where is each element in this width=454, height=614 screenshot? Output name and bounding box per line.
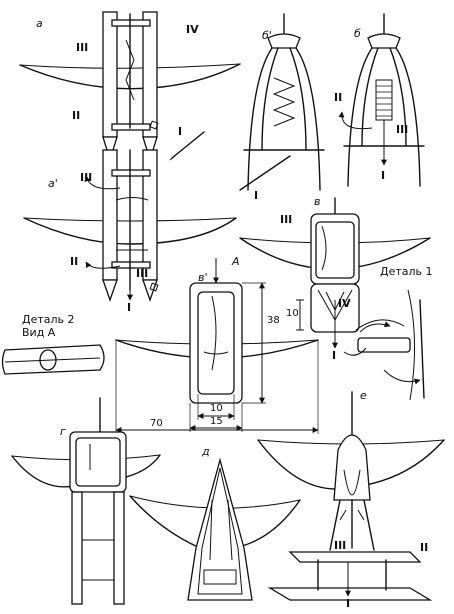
- label-II-a: II: [72, 109, 81, 122]
- detail1-drawing: [343, 289, 425, 401]
- label-II-e: II: [420, 541, 429, 554]
- label-III-a-prime-low: III: [136, 267, 149, 280]
- label-I-v: I: [332, 349, 337, 362]
- label-A: А: [232, 255, 240, 268]
- label-IV-v: IV: [338, 297, 351, 310]
- label-b: б: [354, 27, 361, 40]
- label-III-v: III: [280, 213, 293, 226]
- panel-a-prime-drawing: [23, 149, 237, 302]
- label-IV-a: IV: [186, 23, 199, 36]
- label-I-e: I: [346, 597, 351, 610]
- label-d: д: [202, 445, 210, 458]
- detail1-label: Деталь 1: [380, 265, 433, 278]
- label-I-a-prime: I: [127, 301, 132, 314]
- detail2-drawing: [1, 344, 105, 375]
- label-g: г: [60, 425, 66, 438]
- label-III-b: III: [396, 123, 409, 136]
- panel-e-drawing: [257, 391, 445, 601]
- label-III-a-prime: III: [80, 171, 93, 184]
- panel-a-drawing: [19, 11, 241, 163]
- label-III-e: III: [334, 539, 347, 552]
- label-v: в: [314, 195, 321, 208]
- label-a-prime: а': [48, 177, 58, 190]
- label-e: е: [360, 389, 367, 402]
- label-I-a: I: [178, 125, 183, 138]
- label-a: а: [36, 17, 43, 30]
- label-III-a: III: [76, 41, 89, 54]
- panel-d-drawing: [129, 457, 301, 601]
- panel-v-drawing: [239, 197, 431, 349]
- detail2-label-line1: Деталь 2: [22, 313, 75, 326]
- label-II-b: II: [334, 91, 343, 104]
- label-b-prime: б': [262, 29, 272, 42]
- dim-15: 15: [210, 416, 223, 427]
- label-v-prime: в': [198, 271, 208, 284]
- dim-10-bottom: 10: [210, 403, 223, 414]
- detail2-label-line2: Вид А: [22, 326, 56, 339]
- panel-g-drawing: [11, 397, 161, 605]
- panel-v-prime-drawing: [115, 258, 319, 434]
- dim-10-side: 10: [286, 308, 299, 319]
- panel-b-prime-drawing: [239, 13, 325, 191]
- panel-b-drawing: [338, 13, 425, 187]
- dim-70: 70: [150, 418, 163, 429]
- label-I-b: I: [381, 169, 386, 182]
- label-I-b-prime: I: [254, 189, 259, 202]
- label-II-a-prime: II: [70, 255, 79, 268]
- dim-38: 38: [267, 315, 280, 326]
